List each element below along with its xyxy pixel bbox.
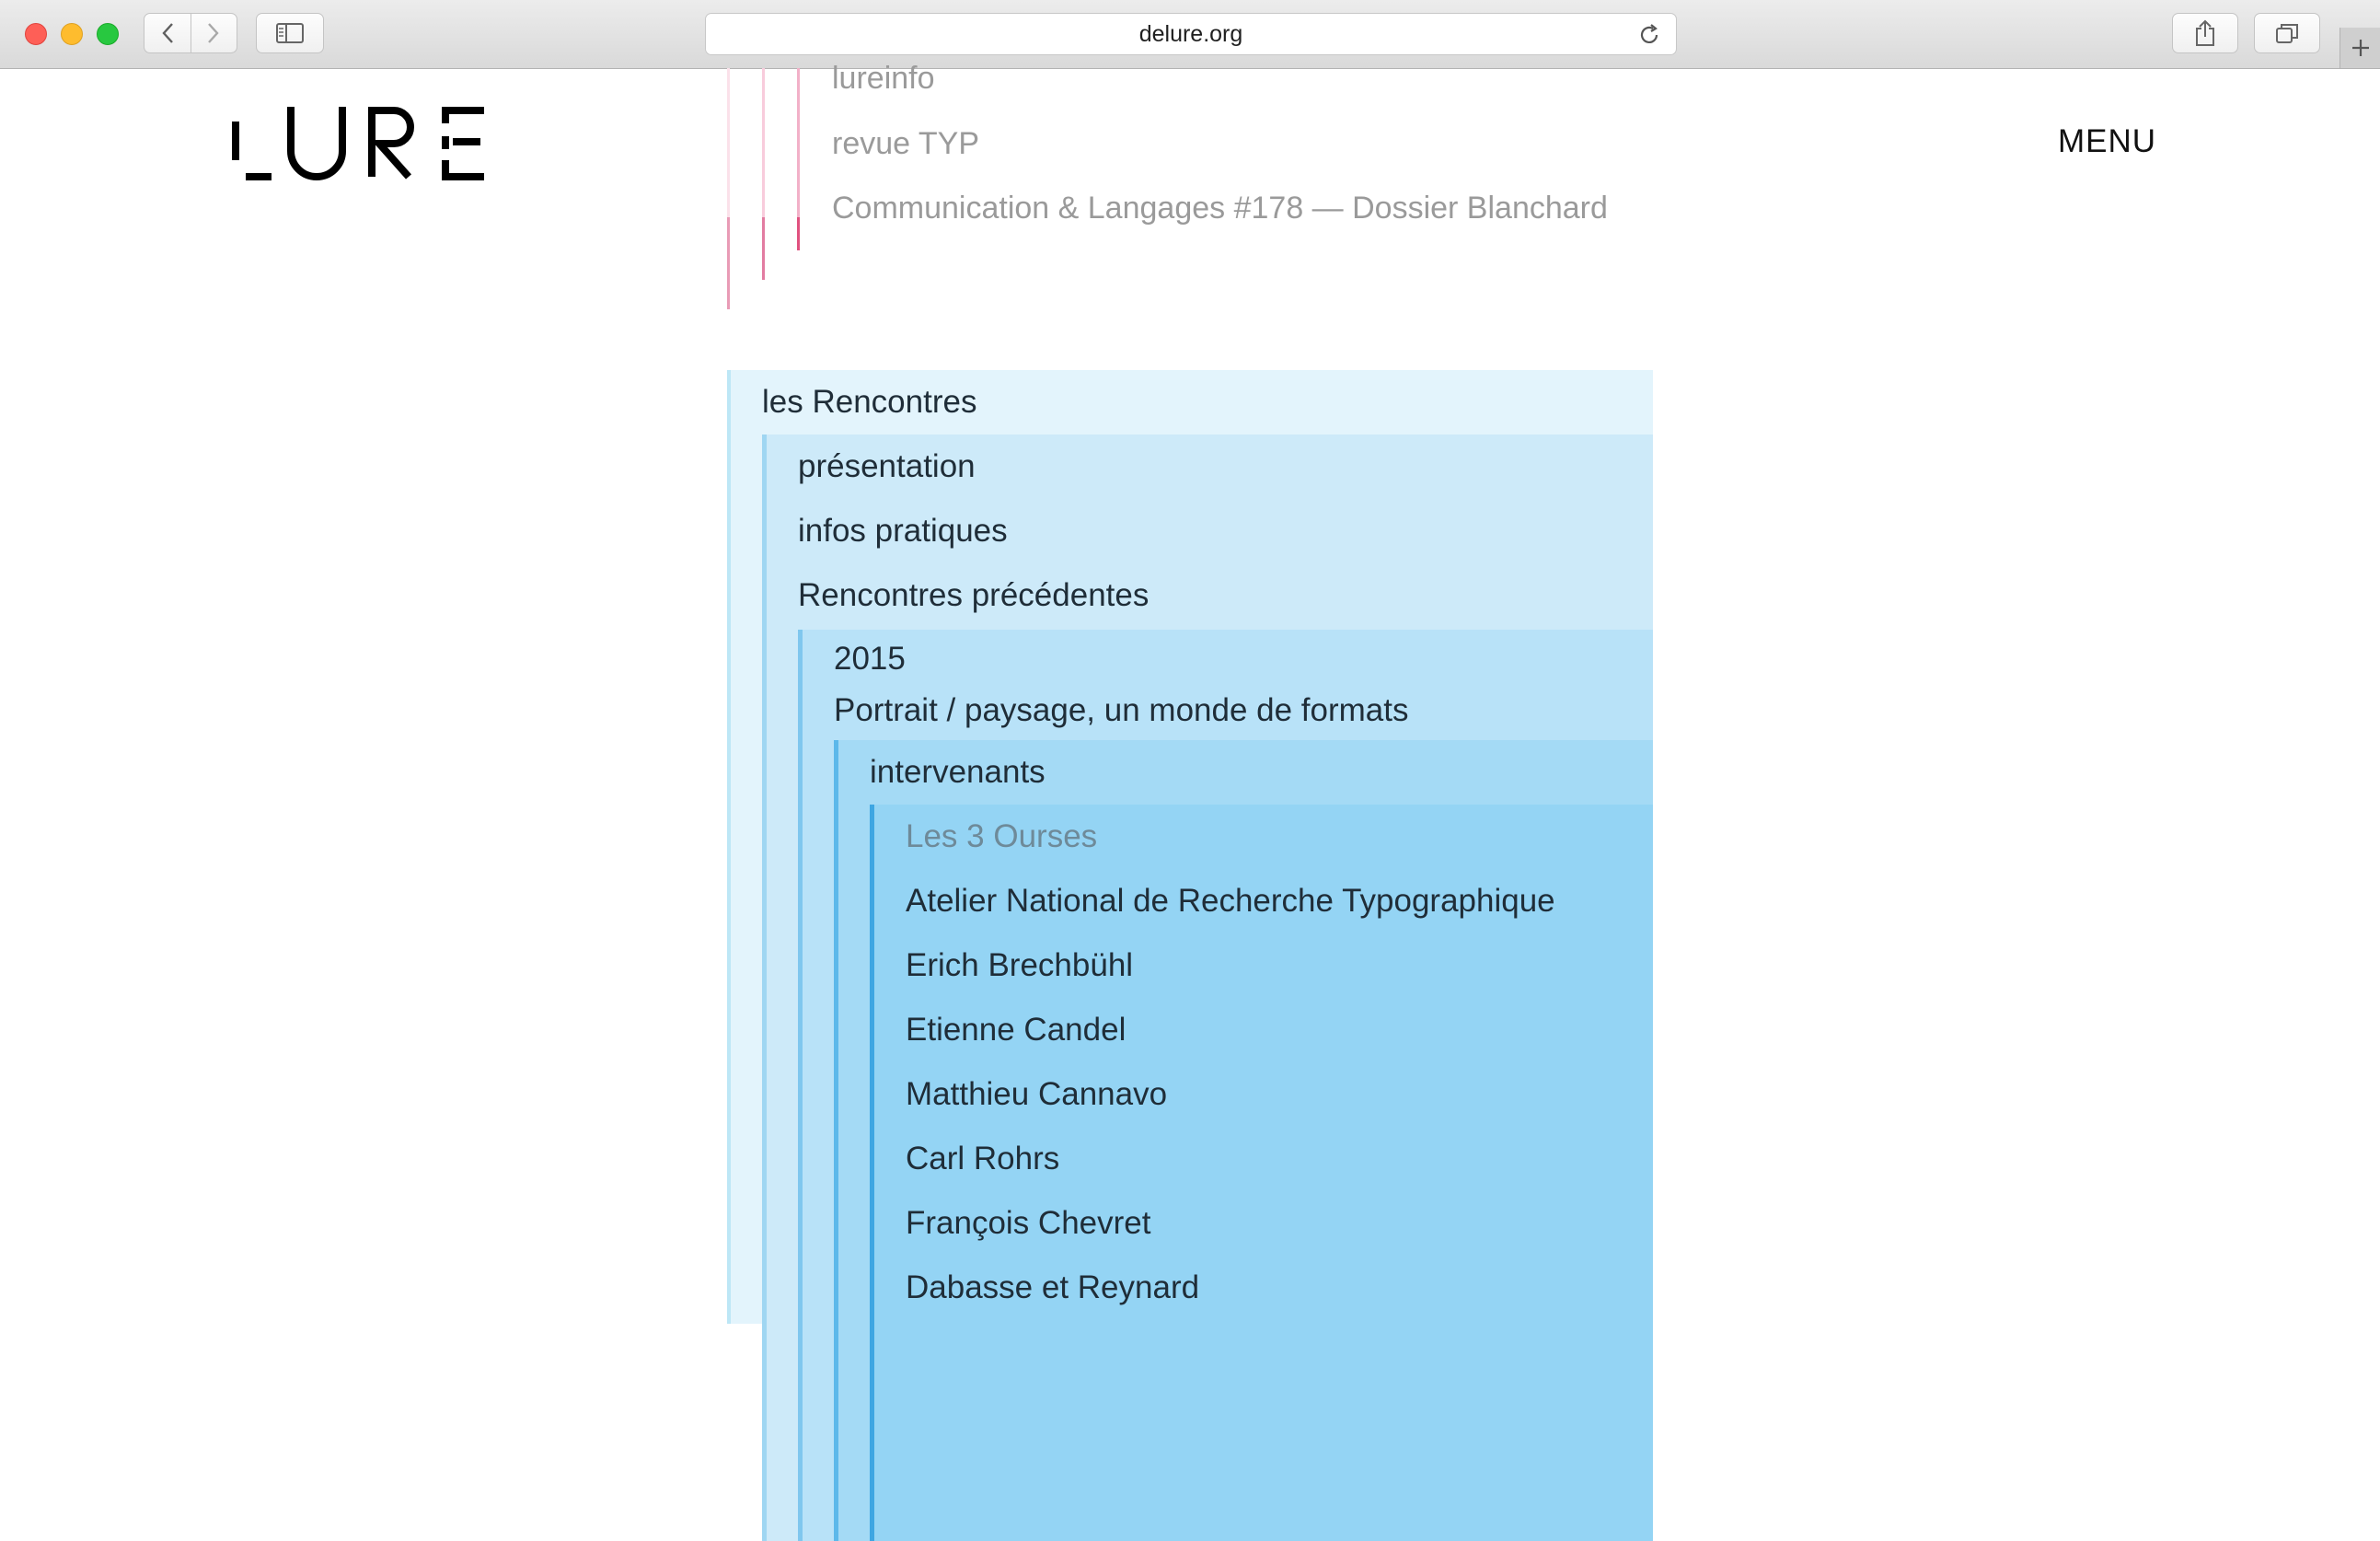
- chevron-right-icon: [208, 23, 219, 43]
- sidebar-icon: [276, 23, 304, 43]
- nav-item-rencontres-precedentes[interactable]: Rencontres précédentes: [798, 577, 1150, 613]
- nav-item-presentation[interactable]: présentation: [798, 448, 976, 484]
- history-nav: [144, 13, 237, 53]
- new-tab-button[interactable]: [2340, 28, 2380, 68]
- speakers-list: Les 3 Ourses Atelier National de Recherc…: [870, 805, 1653, 1541]
- back-button[interactable]: [144, 14, 191, 52]
- speaker-item[interactable]: Atelier National de Recherche Typographi…: [906, 883, 1555, 919]
- minimize-window-button[interactable]: [61, 23, 83, 45]
- nav-intervenants: intervenants Les 3 Ourses Atelier Nation…: [834, 740, 1653, 1541]
- edition-title[interactable]: Portrait / paysage, un monde de formats: [834, 692, 1409, 728]
- section-rule: [797, 68, 800, 217]
- section-rule: [762, 217, 765, 280]
- speaker-item[interactable]: Matthieu Cannavo: [906, 1076, 1168, 1112]
- browser-toolbar: delure.org: [0, 0, 2380, 69]
- speaker-item[interactable]: Erich Brechbühl: [906, 947, 1134, 983]
- zoom-window-button[interactable]: [97, 23, 119, 45]
- section-rule: [797, 217, 800, 250]
- menu-item-revue-typ[interactable]: revue TYP: [832, 126, 980, 161]
- forward-button[interactable]: [190, 14, 237, 52]
- edition-year[interactable]: 2015: [834, 641, 906, 677]
- address-bar[interactable]: delure.org: [705, 13, 1677, 55]
- speaker-item[interactable]: François Chevret: [906, 1205, 1151, 1241]
- tabs-overview-icon: [2276, 24, 2298, 43]
- site-logo[interactable]: [232, 103, 491, 187]
- sidebar-toggle-button[interactable]: [256, 13, 324, 53]
- menu-item-lureinfo[interactable]: lureinfo: [832, 61, 935, 96]
- speaker-item[interactable]: Etienne Candel: [906, 1012, 1126, 1048]
- close-window-button[interactable]: [25, 23, 47, 45]
- menu-button[interactable]: MENU: [2058, 123, 2157, 159]
- nav-section-title[interactable]: les Rencontres: [762, 384, 977, 420]
- section-rule: [762, 68, 765, 217]
- speaker-item[interactable]: Carl Rohrs: [906, 1141, 1060, 1176]
- speaker-item[interactable]: Les 3 Ourses: [906, 818, 1098, 854]
- nav-les-rencontres: les Rencontres présentation infos pratiq…: [727, 370, 1653, 1541]
- speaker-item[interactable]: Dabasse et Reynard: [906, 1269, 1200, 1305]
- section-rule: [727, 68, 730, 217]
- chevron-left-icon: [162, 23, 173, 43]
- section-rule: [727, 217, 730, 309]
- share-icon: [2196, 19, 2214, 46]
- share-button[interactable]: [2172, 13, 2238, 53]
- lure-logo-mark: [232, 107, 484, 180]
- nav-edition-2015: 2015 Portrait / paysage, un monde de for…: [798, 630, 1653, 1541]
- menu-item-communication-langages[interactable]: Communication & Langages #178 — Dossier …: [832, 191, 1608, 226]
- url-text: delure.org: [1138, 20, 1243, 47]
- plus-icon: [2352, 40, 2369, 56]
- reload-icon[interactable]: [1637, 23, 1661, 53]
- nav-item-infos-pratiques[interactable]: infos pratiques: [798, 513, 1008, 549]
- nav-item-intervenants[interactable]: intervenants: [870, 754, 1046, 790]
- show-tabs-button[interactable]: [2254, 13, 2320, 53]
- nav-rencontres-submenu: présentation infos pratiques Rencontres …: [762, 434, 1653, 1541]
